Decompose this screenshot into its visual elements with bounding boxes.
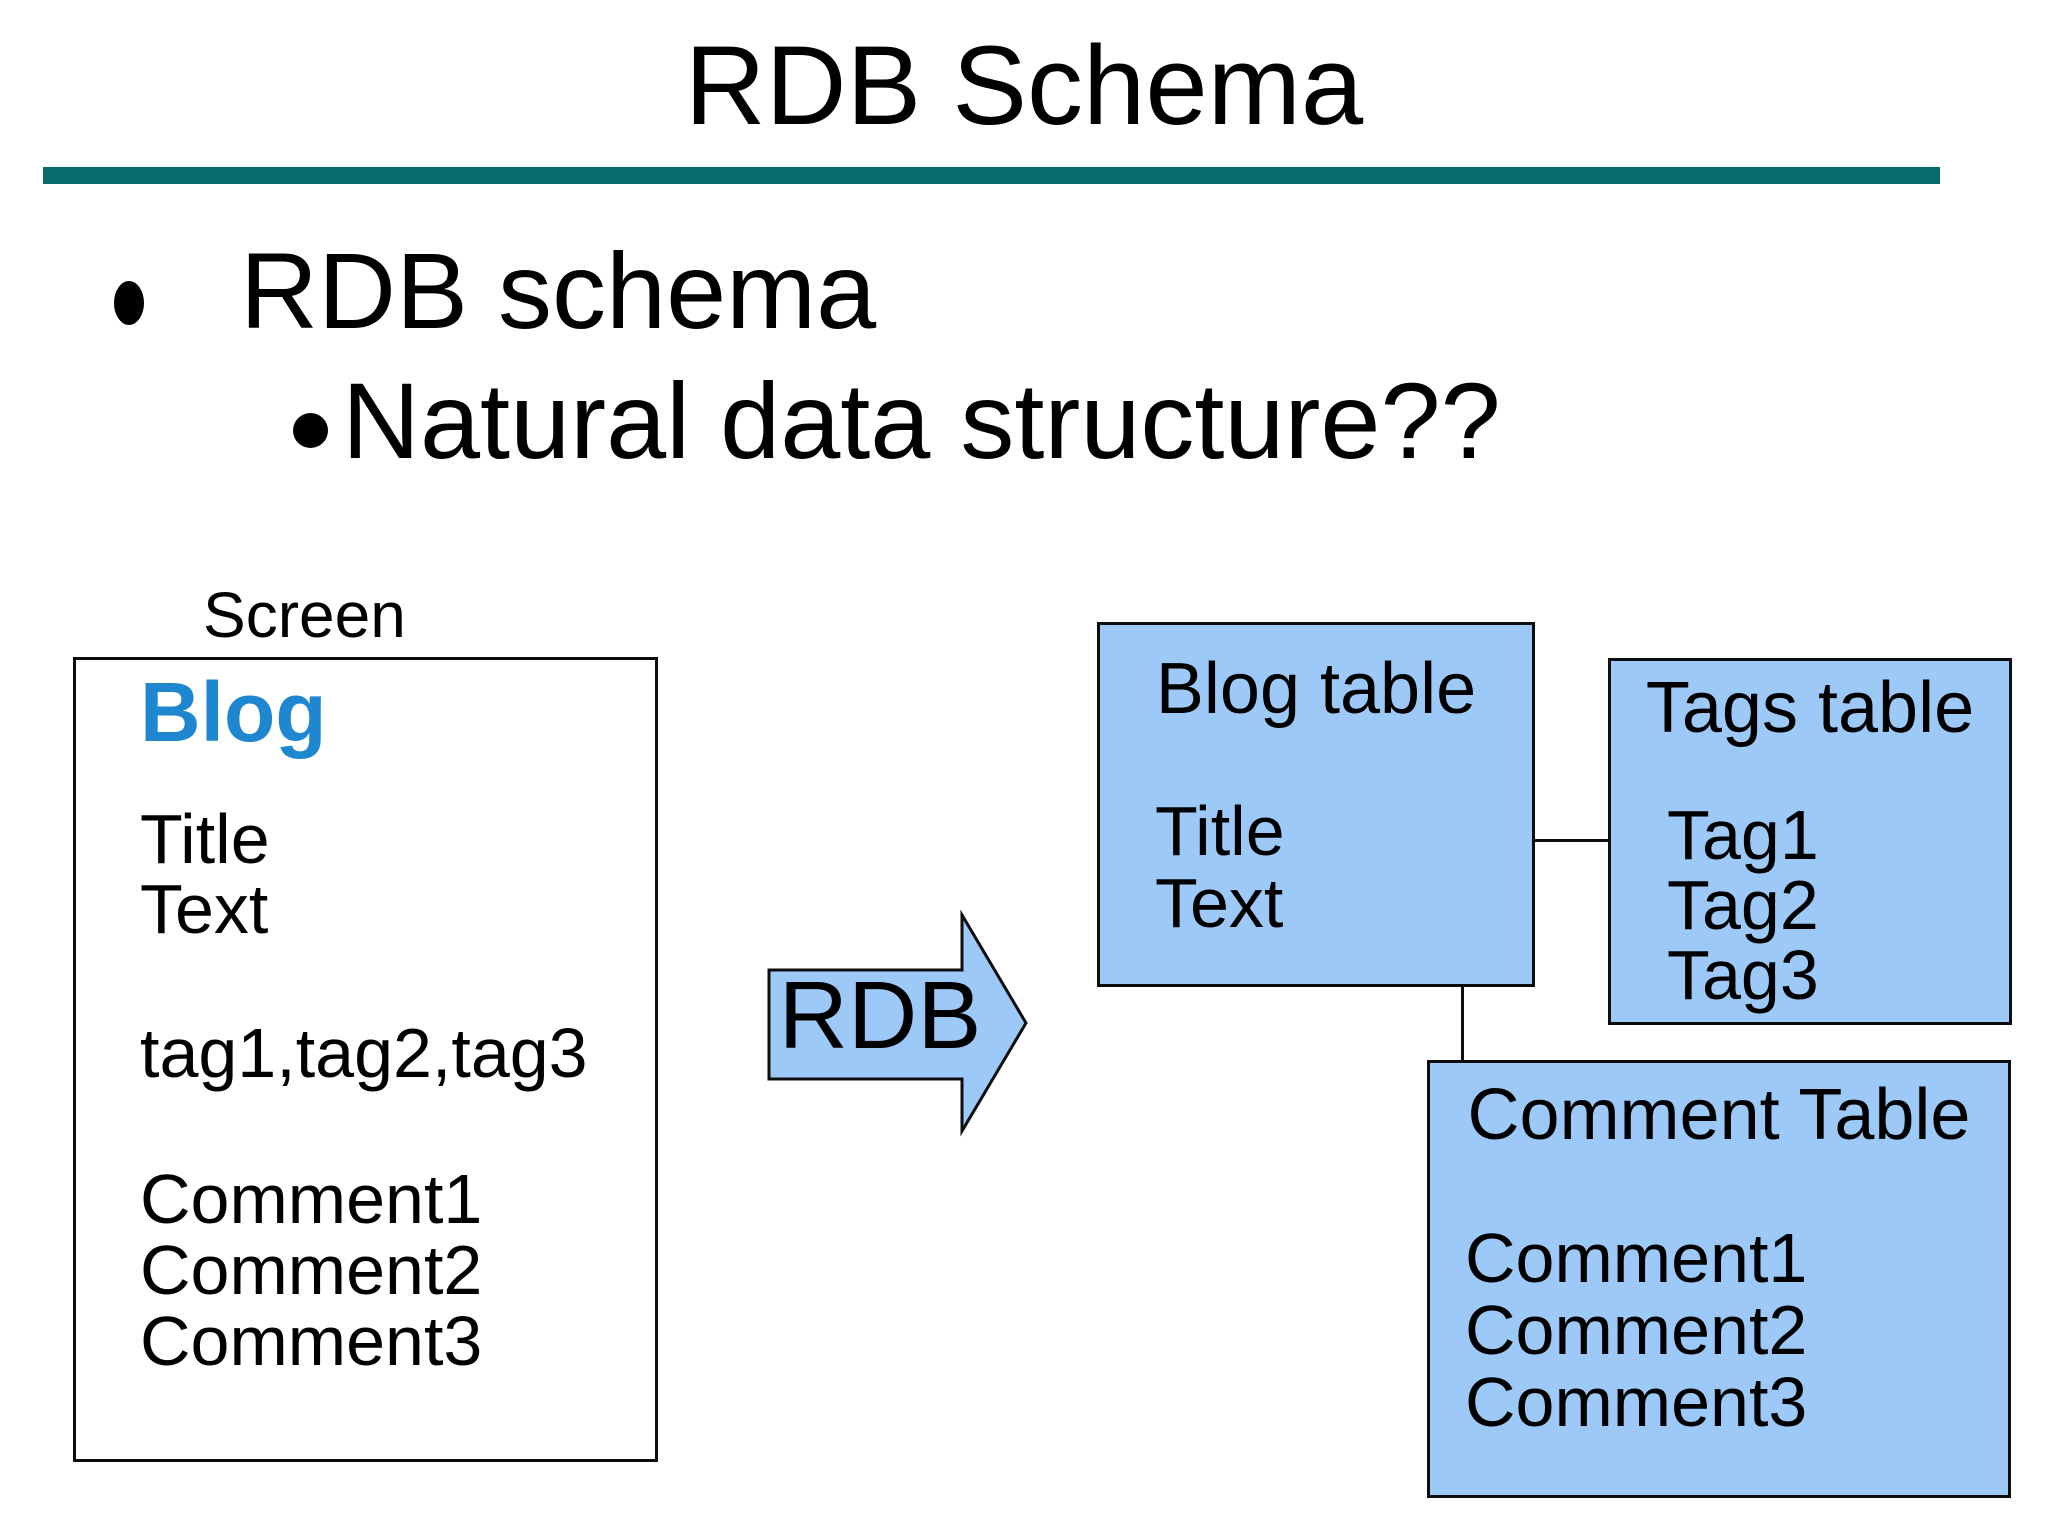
bullet-level1-text: RDB schema xyxy=(240,230,877,351)
comment-table-title: Comment Table xyxy=(1467,1075,1971,1155)
title-underline-rule xyxy=(43,167,1940,184)
tags-table-row: Tag2 xyxy=(1667,866,1819,944)
comment-table-row: Comment3 xyxy=(1465,1363,1808,1441)
connector-blog-tags xyxy=(1535,839,1608,842)
tags-table-title: Tags table xyxy=(1645,668,1975,748)
screen-comment-line: Comment2 xyxy=(140,1231,483,1309)
screen-label: Screen xyxy=(203,579,406,651)
connector-blog-comments xyxy=(1461,987,1464,1060)
rdb-arrow-label: RDB xyxy=(778,962,982,1069)
bullet-dot-icon xyxy=(114,281,144,325)
screen-comment-line: Comment1 xyxy=(140,1160,483,1238)
blog-table-box: Blog table Title Text xyxy=(1097,622,1535,987)
screen-field-text: Text xyxy=(140,870,269,948)
bullet-level2-text: Natural data structure?? xyxy=(342,360,1501,481)
screen-tags-line: tag1,tag2,tag3 xyxy=(140,1014,588,1092)
tags-table-row: Tag3 xyxy=(1667,936,1819,1014)
tags-table-box: Tags table Tag1 Tag2 Tag3 xyxy=(1608,658,2012,1025)
page-title: RDB Schema xyxy=(684,23,1364,148)
comment-table-row: Comment1 xyxy=(1465,1219,1808,1297)
blog-table-row: Text xyxy=(1155,864,1284,942)
screen-comment-line: Comment3 xyxy=(140,1302,483,1380)
blog-table-row: Title xyxy=(1155,792,1285,870)
screen-blog-heading: Blog xyxy=(140,665,327,759)
screen-mock-box: Blog Title Text tag1,tag2,tag3 Comment1 … xyxy=(73,657,658,1462)
screen-field-title: Title xyxy=(140,800,270,878)
comment-table-box: Comment Table Comment1 Comment2 Comment3 xyxy=(1427,1060,2011,1498)
tags-table-row: Tag1 xyxy=(1667,796,1819,874)
comment-table-row: Comment2 xyxy=(1465,1291,1808,1369)
blog-table-title: Blog table xyxy=(1155,649,1477,729)
sub-bullet-dot-icon xyxy=(293,413,328,448)
right-arrow-icon xyxy=(767,909,1028,1137)
